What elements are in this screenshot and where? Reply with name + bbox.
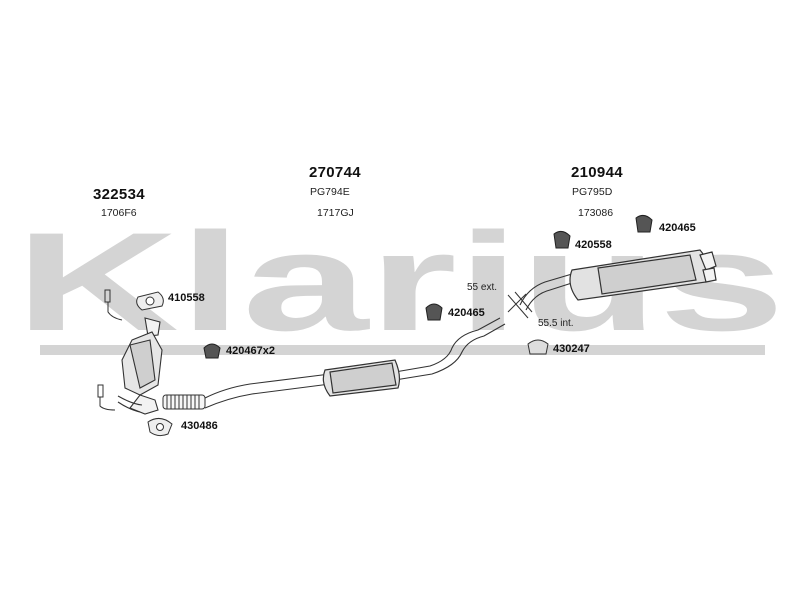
rear-pipe[interactable] <box>519 273 576 311</box>
centre-silencer[interactable] <box>322 359 401 397</box>
fitting-label-420467[interactable]: 420467x2 <box>226 345 275 357</box>
lambda-sensor-icon <box>97 289 123 411</box>
rubber-mount-420465-icon[interactable] <box>425 303 443 321</box>
oe-ref-173086: 173086 <box>578 207 614 219</box>
centre-pipe[interactable] <box>204 317 506 409</box>
gasket-410558-icon[interactable] <box>136 291 164 311</box>
fitting-label-420465-b[interactable]: 420465 <box>659 222 696 234</box>
fitting-label-420558[interactable]: 420558 <box>575 239 612 251</box>
dimension-ext: 55 ext. <box>467 282 498 293</box>
oe-ref-1717GJ: 1717GJ <box>317 207 354 219</box>
clamp-430486-icon[interactable] <box>147 418 173 437</box>
clamp-430247-icon[interactable] <box>527 339 549 355</box>
fitting-label-420465-a[interactable]: 420465 <box>448 307 485 319</box>
pipe-cut-marker <box>507 291 533 319</box>
mount-420558-icon[interactable] <box>553 230 571 249</box>
front-pipe-bend[interactable] <box>117 395 143 413</box>
part-number-210944[interactable]: 210944 <box>571 164 623 181</box>
rear-silencer[interactable] <box>569 249 717 301</box>
rubber-mount-420465-b-icon[interactable] <box>635 214 653 233</box>
catalytic-converter[interactable] <box>121 317 163 415</box>
watermark-underline <box>40 345 765 355</box>
rubber-mount-420467-icon[interactable] <box>203 343 221 359</box>
dimension-int: 55.5 int. <box>538 318 574 329</box>
part-number-322534[interactable]: 322534 <box>93 186 145 203</box>
fitting-label-430247[interactable]: 430247 <box>553 343 590 355</box>
oe-ref-1706F6: 1706F6 <box>101 207 137 219</box>
fitting-label-430486[interactable]: 430486 <box>181 420 218 432</box>
flexible-joint[interactable] <box>162 394 206 410</box>
fitting-label-410558[interactable]: 410558 <box>168 292 205 304</box>
oe-ref-PG794E: PG794E <box>310 186 350 198</box>
oe-ref-PG795D: PG795D <box>572 186 613 198</box>
part-number-270744[interactable]: 270744 <box>309 164 361 181</box>
